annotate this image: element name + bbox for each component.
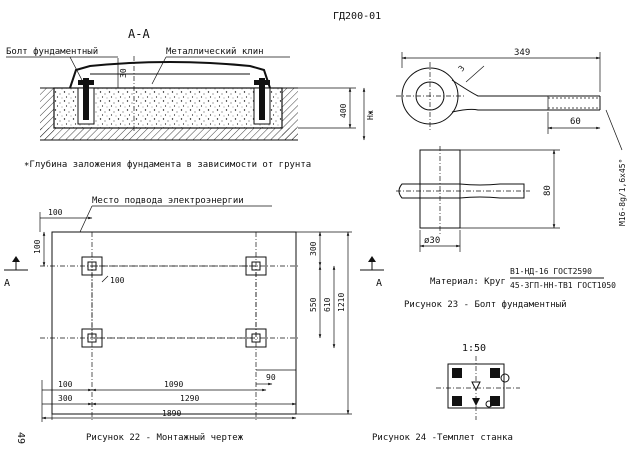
section-mark-right: А <box>376 278 382 289</box>
dim-60: 60 <box>570 117 581 127</box>
dim-1090: 1090 <box>164 380 183 389</box>
dim-100-top: 100 <box>48 208 63 217</box>
dim-90: 90 <box>266 373 276 382</box>
pocket-top-right <box>245 256 267 276</box>
dim-300-bottom: 300 <box>58 394 73 403</box>
dim-diameter-30: ø30 <box>424 236 440 246</box>
bolt-leader-label: Болт фундаментный <box>6 47 98 57</box>
section-mark-left: А <box>4 278 10 289</box>
page-number: 49 <box>15 432 26 444</box>
dim-1290: 1290 <box>180 394 199 403</box>
dim-100-left: 100 <box>33 239 42 254</box>
power-supply-label: Место подвода электроэнергии <box>92 196 244 206</box>
dim-30-section: 30 <box>119 68 128 78</box>
template-outline <box>447 363 505 409</box>
machine-template: 1:50 Рисунок 24 -Темплет станка <box>372 343 520 443</box>
pocket-bottom-right <box>245 328 267 348</box>
dim-3: 3 <box>457 64 467 74</box>
right-bolt <box>259 78 265 120</box>
section-title: А-А <box>128 27 150 41</box>
thread-spec: М16-8g/1,6х45° <box>618 159 627 226</box>
template-scale: 1:50 <box>462 343 486 354</box>
material-label: Материал: Круг <box>430 277 506 287</box>
dim-610: 610 <box>323 297 332 312</box>
dim-300-right: 300 <box>309 241 318 256</box>
dim-80: 80 <box>543 185 553 196</box>
material-spec-top: В1-НД-16 ГОСТ2590 <box>510 267 592 276</box>
dim-1210: 1210 <box>337 293 346 312</box>
dim-1890: 1890 <box>162 409 181 418</box>
figure-24-caption: Рисунок 24 -Темплет станка <box>372 433 513 443</box>
dim-400: 400 <box>339 103 348 118</box>
pocket-top-left <box>81 256 103 276</box>
figure-23-caption: Рисунок 23 - Болт фундаментный <box>404 300 567 310</box>
depth-note: ∗Глубина заложения фундамента в зависимо… <box>24 159 311 170</box>
figure-22-caption: Рисунок 22 - Монтажный чертеж <box>86 433 244 443</box>
foundation-bolt-drawing: 349 3 60 М16-8g/1,6х45° 80 ø30 Материал:… <box>396 48 627 310</box>
dim-100-inner: 100 <box>110 276 125 285</box>
dim-349: 349 <box>514 48 530 58</box>
document-code: ГД200-01 <box>333 11 381 22</box>
dim-depth-h: Нж <box>366 110 375 120</box>
mounting-plan: Место подвода электроэнергии 100 100 100 <box>4 196 384 443</box>
pocket-bottom-left <box>81 328 103 348</box>
dim-100-bottom: 100 <box>58 380 73 389</box>
material-spec-bottom: 45-3ГП-НН-ТВ1 ГОСТ1050 <box>510 281 616 290</box>
section-a-a: А-А Болт фундаментный Металлический клин… <box>6 27 375 170</box>
wedge-leader-label: Металлический клин <box>166 47 264 57</box>
foundation-outline <box>51 231 297 415</box>
dim-550: 550 <box>309 297 318 312</box>
left-bolt <box>83 78 89 120</box>
